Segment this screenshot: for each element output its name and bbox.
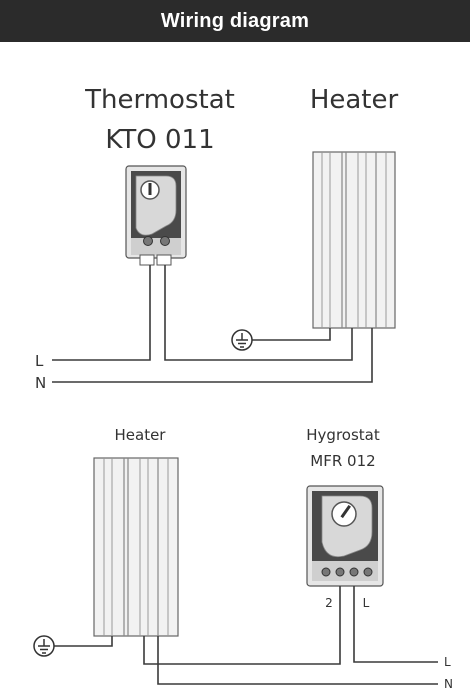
dial-icon [140, 180, 160, 200]
dial-icon [331, 501, 357, 527]
screw-terminal-icon [143, 236, 170, 246]
thermostat-device [125, 165, 187, 266]
wire-heater-hygrostat [143, 586, 341, 665]
wire-ground-top [252, 328, 331, 341]
page-header: Wiring diagram [0, 0, 470, 42]
ground-symbol-icon [33, 635, 55, 657]
terminal-2-label: 2 [325, 596, 333, 610]
hygrostat-name-label: Hygrostat [306, 426, 380, 444]
thermostat-model-label: KTO 011 [105, 125, 214, 155]
wire-neutral-bottom [157, 636, 438, 685]
line-label-bottom: L [444, 655, 451, 669]
diagram-thermostat-heater: Thermostat KTO 011 Heater [35, 85, 398, 392]
heater-device-bottom [93, 457, 179, 637]
screw-terminal-icon [321, 567, 373, 577]
heater-label-top: Heater [310, 85, 399, 115]
thermostat-name-label: Thermostat [84, 85, 235, 115]
page-title: Wiring diagram [160, 9, 310, 32]
neutral-label-bottom: N [444, 677, 453, 691]
wire-ground-bottom [54, 636, 113, 647]
hygrostat-device [306, 485, 384, 587]
heater-label-bottom: Heater [115, 426, 167, 444]
hygrostat-model-label: MFR 012 [310, 452, 375, 470]
wire-line-top [52, 265, 151, 361]
wire-line-bottom [353, 586, 438, 663]
wiring-diagrams: Thermostat KTO 011 Heater [33, 85, 453, 691]
terminal-l-label: L [363, 596, 370, 610]
heater-device-top [312, 151, 396, 329]
wire-thermostat-heater [164, 265, 353, 361]
neutral-label-top: N [35, 374, 46, 392]
ground-symbol-icon [231, 329, 253, 351]
diagram-heater-hygrostat: Heater Hygrostat MFR 012 [33, 426, 453, 691]
wire-neutral-top [52, 328, 373, 383]
line-label-top: L [35, 352, 44, 370]
